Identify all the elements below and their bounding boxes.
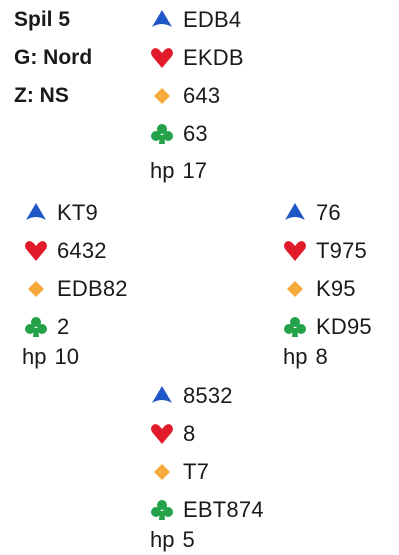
east-hp-label: hp [283, 344, 308, 369]
south-hearts: 8 [183, 421, 196, 446]
south-diamonds: T7 [183, 459, 210, 484]
south-diamonds-row: T7 [150, 457, 209, 487]
west-hearts-row: 6432 [24, 236, 107, 266]
east-spades: 76 [316, 200, 341, 225]
club-icon [151, 500, 173, 520]
vulnerability-label: Z: NS [14, 84, 69, 107]
diamond-icon [154, 464, 170, 480]
south-hearts-row: 8 [150, 419, 195, 449]
north-diamonds-row: 643 [150, 81, 220, 111]
north-spades-row: EDB4 [150, 5, 241, 35]
west-hp-value: 10 [54, 344, 79, 369]
heart-icon [284, 241, 306, 261]
north-hp-value: 17 [182, 158, 207, 183]
east-spades-row: 76 [283, 198, 341, 228]
west-hearts: 6432 [57, 238, 107, 263]
west-clubs: 2 [57, 314, 70, 339]
south-hp-label: hp [150, 527, 175, 552]
north-hp: hp 17 [150, 158, 207, 184]
south-clubs-row: EBT874 [150, 495, 264, 525]
east-hearts: T975 [316, 238, 367, 263]
club-icon [284, 317, 306, 337]
south-clubs: EBT874 [183, 497, 264, 522]
east-diamonds: K95 [316, 276, 356, 301]
north-diamonds: 643 [183, 83, 221, 108]
board-number: Spil 5 [14, 8, 71, 31]
south-spades-row: 8532 [150, 381, 233, 411]
north-spades: EDB4 [183, 7, 242, 32]
east-hp: hp 8 [283, 344, 328, 370]
diamond-icon [154, 88, 170, 104]
west-hp: hp 10 [22, 344, 79, 370]
spade-icon [152, 386, 172, 403]
north-hearts: EKDB [183, 45, 244, 70]
west-spades-row: KT9 [24, 198, 98, 228]
club-icon [151, 124, 173, 144]
heart-icon [151, 424, 173, 444]
spade-icon [285, 203, 305, 220]
west-hp-label: hp [22, 344, 47, 369]
west-diamonds: EDB82 [57, 276, 128, 301]
east-diamonds-row: K95 [283, 274, 356, 304]
diamond-icon [287, 281, 303, 297]
east-hearts-row: T975 [283, 236, 367, 266]
east-clubs-row: KD95 [283, 312, 372, 342]
spade-icon [152, 10, 172, 27]
north-clubs: 63 [183, 121, 208, 146]
diamond-icon [28, 281, 44, 297]
west-spades: KT9 [57, 200, 98, 225]
heart-icon [151, 48, 173, 68]
south-hp-value: 5 [182, 527, 195, 552]
club-icon [25, 317, 47, 337]
east-clubs: KD95 [316, 314, 372, 339]
north-hp-label: hp [150, 158, 175, 183]
south-spades: 8532 [183, 383, 233, 408]
north-clubs-row: 63 [150, 119, 208, 149]
dealer-label: G: Nord [14, 46, 93, 69]
south-hp: hp 5 [150, 527, 195, 553]
heart-icon [25, 241, 47, 261]
north-hearts-row: EKDB [150, 43, 244, 73]
west-diamonds-row: EDB82 [24, 274, 128, 304]
west-clubs-row: 2 [24, 312, 69, 342]
spade-icon [26, 203, 46, 220]
east-hp-value: 8 [315, 344, 328, 369]
